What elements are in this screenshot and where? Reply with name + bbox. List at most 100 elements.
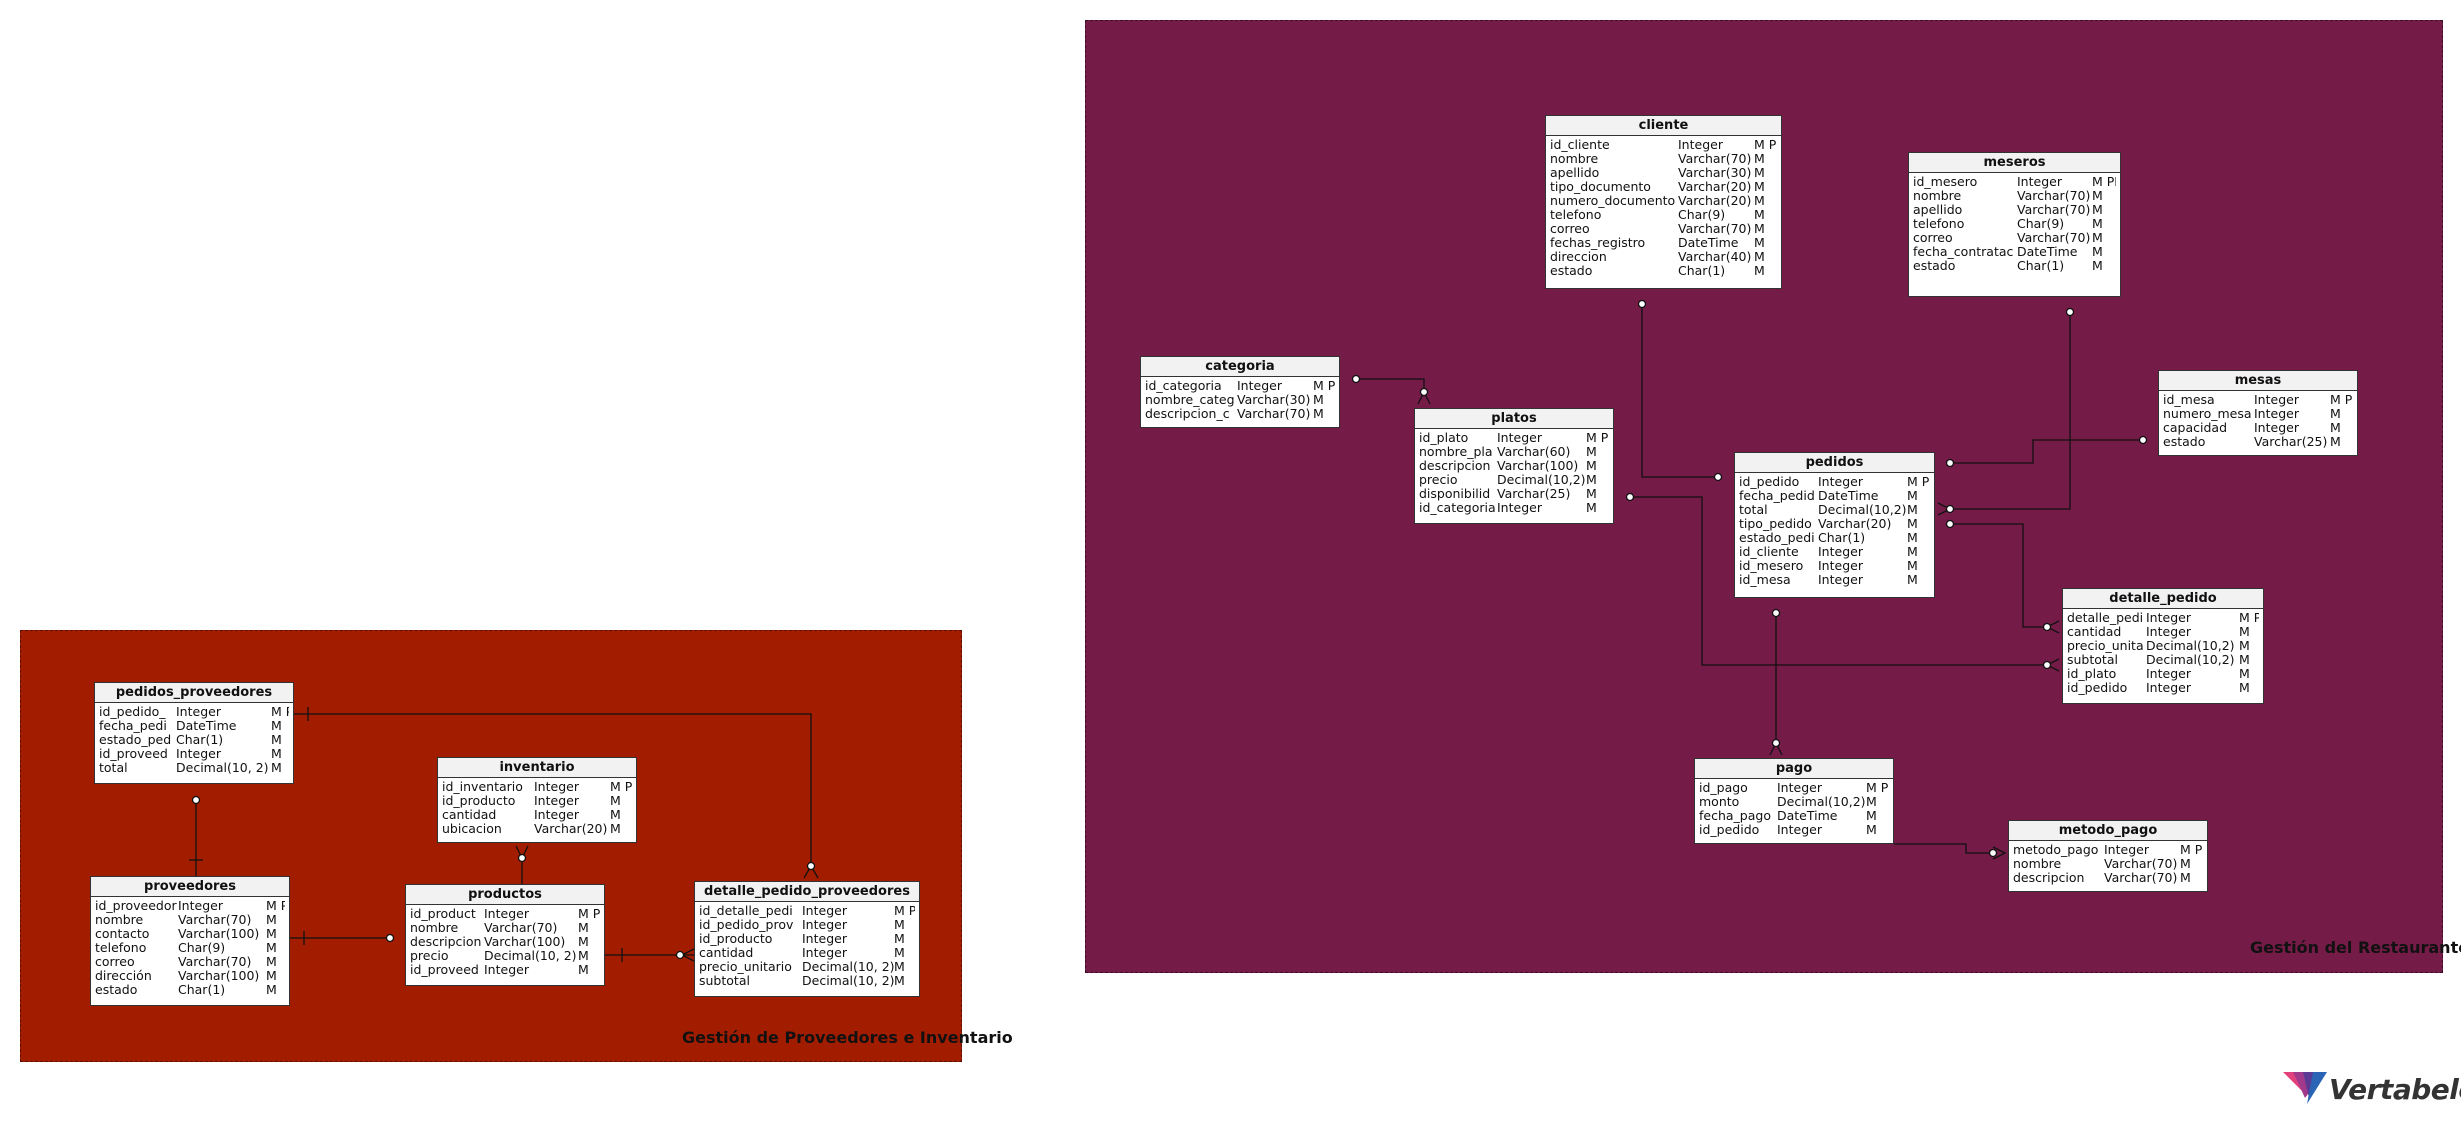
column-flags: M [1754,180,1765,194]
vertabelo-logo: Vertabelo [2283,1068,2461,1112]
column-flags: M [1754,264,1765,278]
entity-title: pago [1695,759,1893,779]
column-flags: M [2330,407,2341,421]
column-name: correo [95,955,135,969]
column-flags: M [1754,236,1765,250]
column-name: id_pedido [1739,475,1800,489]
column-flags: M [1754,152,1765,166]
column-name: subtotal [699,974,750,988]
column-flags: M [894,946,905,960]
column-type: Varchar(20) [1678,180,1752,194]
column-type: Varchar(20) [1678,194,1752,208]
column-name: cantidad [2067,625,2122,639]
entity-title: inventario [438,758,636,778]
rel-pago-metodo-pago [1894,843,1993,854]
entity-title: meseros [1909,153,2120,173]
column-type: Integer [802,904,847,918]
column-type: Varchar(70) [178,955,252,969]
column-flags: M [2239,667,2250,681]
column-type: Integer [1818,545,1863,559]
column-flags: M PI [266,899,285,913]
column-flags: M [894,918,905,932]
column-name: id_proveed [99,747,168,761]
column-flags: M [271,733,282,747]
entity-title: categoria [1141,357,1339,377]
column-flags: M PI [610,780,632,794]
column-flags: M PI [1866,781,1889,795]
column-flags: M [2239,681,2250,695]
column-type: Integer [2146,681,2191,695]
entity-title: pedidos [1735,453,1934,473]
column-type: Integer [176,747,221,761]
column-flags: M [1586,473,1597,487]
column-name: fecha_pedid [1739,489,1815,503]
column-flags: M PI [271,705,289,719]
entity-title: metodo_pago [2009,821,2207,841]
column-type: Varchar(30) [1237,393,1311,407]
column-name: fecha_pago [1699,809,1771,823]
column-name: apellido [1550,166,1600,180]
column-type: Integer [484,963,529,977]
column-type: Decimal(10, 2) [802,974,894,988]
column-flags: M PI [578,907,600,921]
column-flags: M [1754,250,1765,264]
column-name: contacto [95,927,150,941]
column-flags: M [271,719,282,733]
column-name: fecha_contratac [1913,245,2014,259]
column-name: direccion [1550,250,1607,264]
column-name: nombre [2013,857,2062,871]
column-flags: M [1586,459,1597,473]
rel-pedidos-proveedores-detalle [294,713,812,866]
column-type: Integer [2254,393,2299,407]
column-flags: M [1907,559,1918,573]
column-type: Integer [1237,379,1282,393]
column-type: Integer [1497,431,1542,445]
column-type: DateTime [1678,236,1739,250]
entity-title: platos [1415,409,1613,429]
column-type: Char(9) [2017,217,2065,231]
column-flags: M [894,960,905,974]
column-flags: M PI [1754,138,1777,152]
column-flags: M [2092,203,2103,217]
rel-cliente-pedidos [1641,304,1718,478]
